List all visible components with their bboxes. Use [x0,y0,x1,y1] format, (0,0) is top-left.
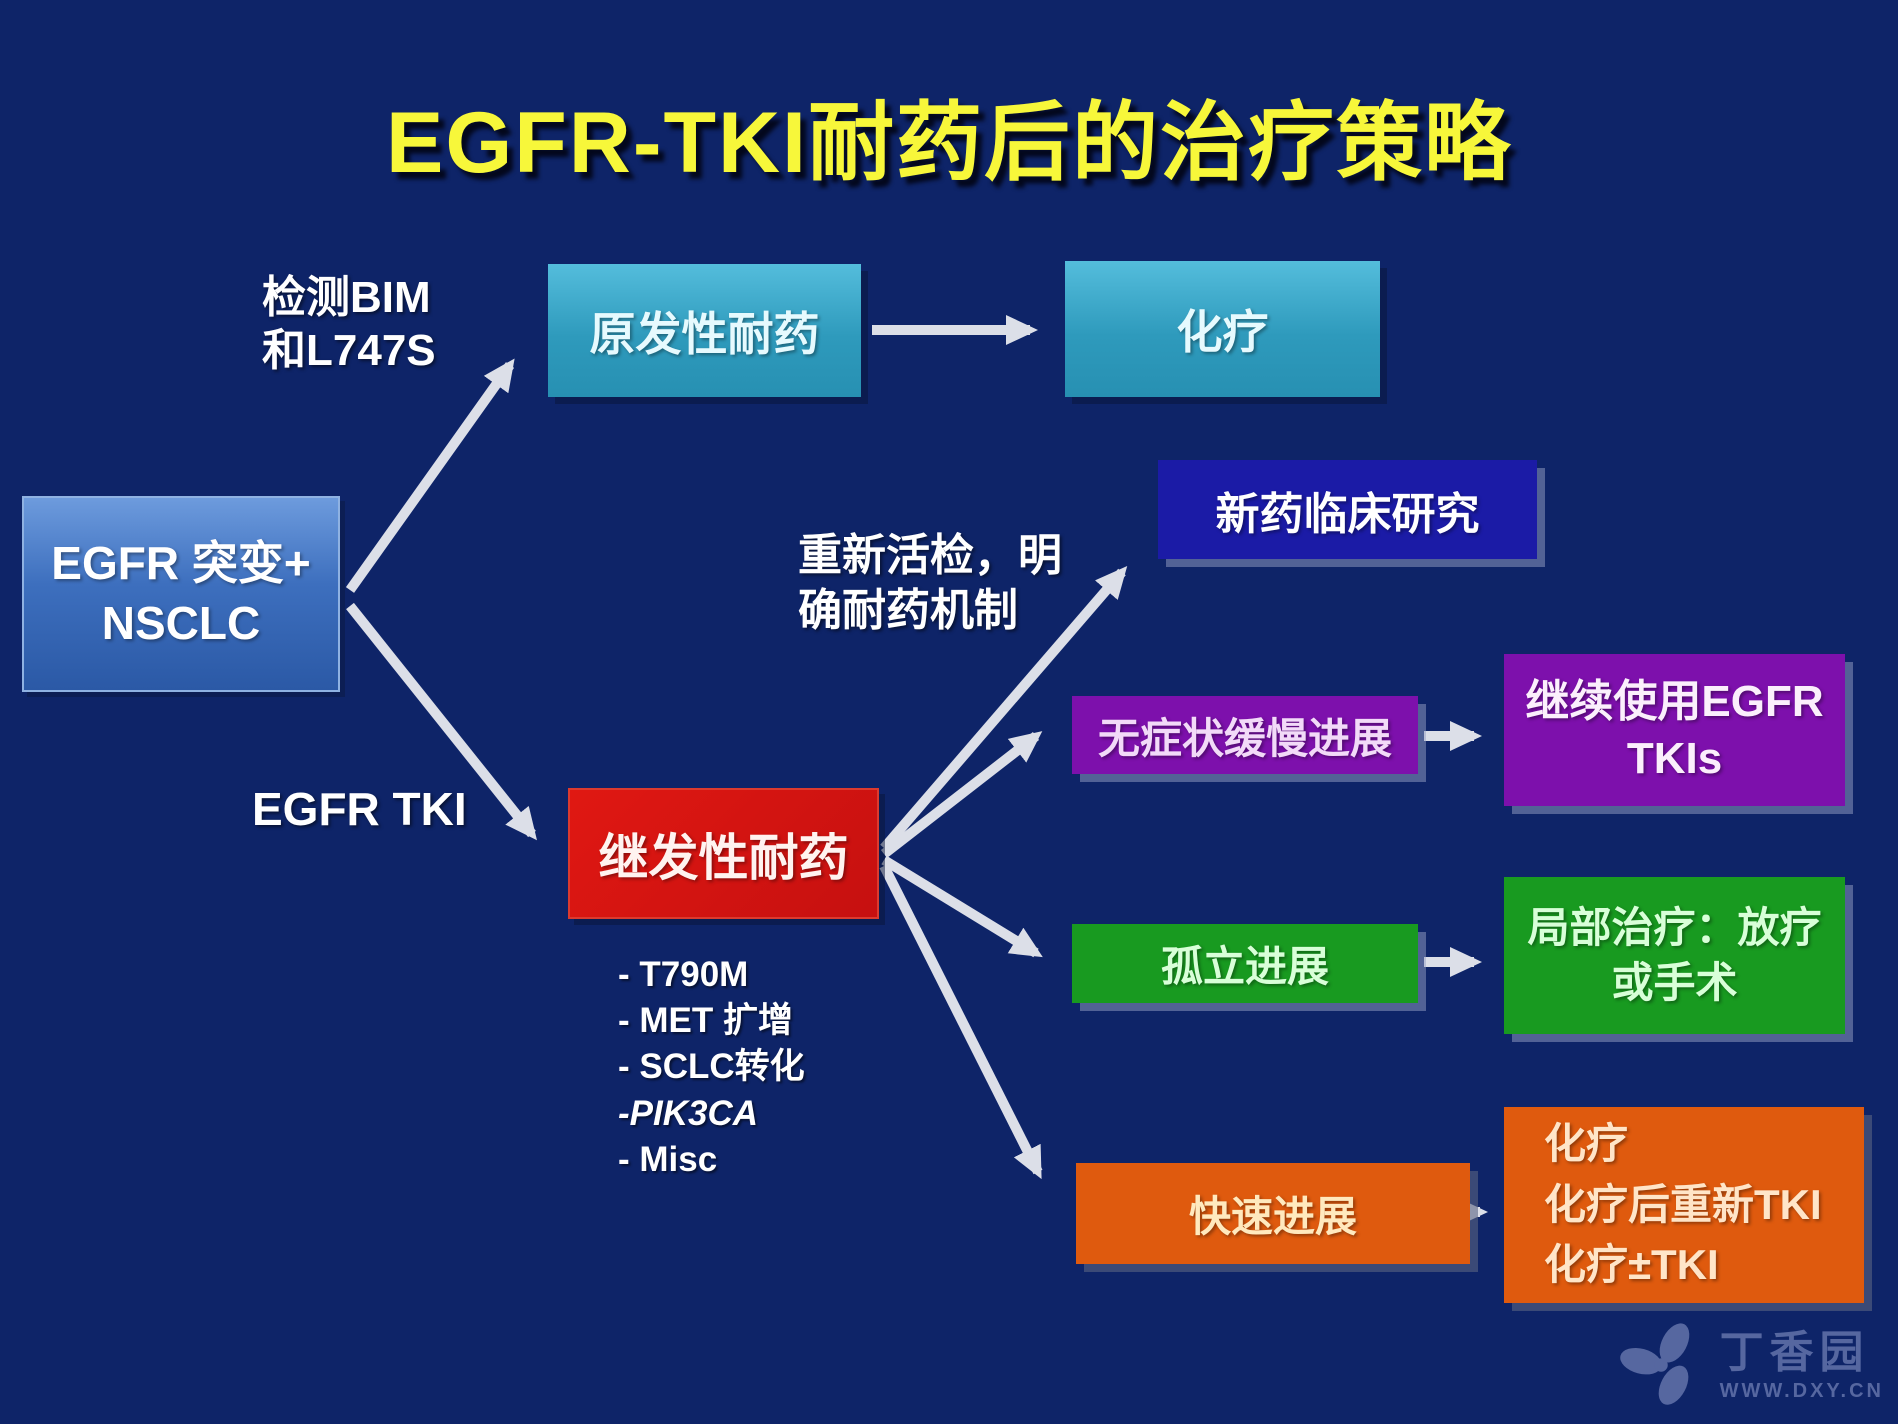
list-item: -PIK3CA [618,1093,759,1133]
node-chemotherapy: 化疗 [1065,261,1380,397]
arrow-secondary-to-trial [880,565,1128,852]
node-secondary-resistance: 继发性耐药 [568,788,879,919]
node-local-treatment: 局部治疗：放疗 或手术 [1504,877,1845,1034]
list-item: - SCLC转化 [618,1047,805,1087]
node-asymptomatic-slow-progression: 无症状缓慢进展 [1072,696,1418,774]
list-item: - MET 扩增 [618,1001,793,1041]
node-egfr-mutation-nsclc: EGFR 突变+ NSCLC [22,496,340,692]
dxy-watermark: 丁香园 WWW.DXY.CN [1614,1318,1884,1414]
node-continue-egfr-tkis: 继续使用EGFR TKIs [1504,654,1845,806]
watermark-site-url: WWW.DXY.CN [1719,1379,1884,1402]
label-detect-bim-l747s: 检测BIM 和L747S [262,273,436,375]
arrow-egfr-to-secondary [346,602,537,841]
arrow-secondary-to-slow [880,731,1043,858]
resistance-mechanism-list: - T790M - MET 扩增 - SCLC转化 -PIK3CA - Misc [618,952,805,1183]
page-title: EGFR-TKI耐药后的治疗策略 [385,95,1513,191]
list-item: - T790M [618,955,749,994]
label-egfr-tki: EGFR TKI [252,783,467,835]
node-isolated-progression: 孤立进展 [1072,924,1418,1003]
watermark-site-name: 丁香园 [1719,1328,1870,1378]
arrow-secondary-to-isolated [881,855,1043,958]
node-new-drug-trial: 新药临床研究 [1158,460,1537,559]
list-item: - Misc [618,1139,718,1179]
node-rapid-progression: 快速进展 [1076,1163,1470,1264]
node-chemo-options: 化疗 化疗后重新TKI 化疗±TKI [1504,1107,1864,1303]
node-primary-resistance: 原发性耐药 [548,264,861,397]
label-rebiopsy-mechanism: 重新活检，明 确耐药机制 [798,531,1062,635]
arrow-egfr-to-primary [345,358,515,593]
watermark-text: 丁香园 WWW.DXY.CN [1720,1330,1884,1401]
dxy-leaf-icon [1619,1323,1689,1405]
arrow-secondary-to-rapid [879,863,1043,1180]
